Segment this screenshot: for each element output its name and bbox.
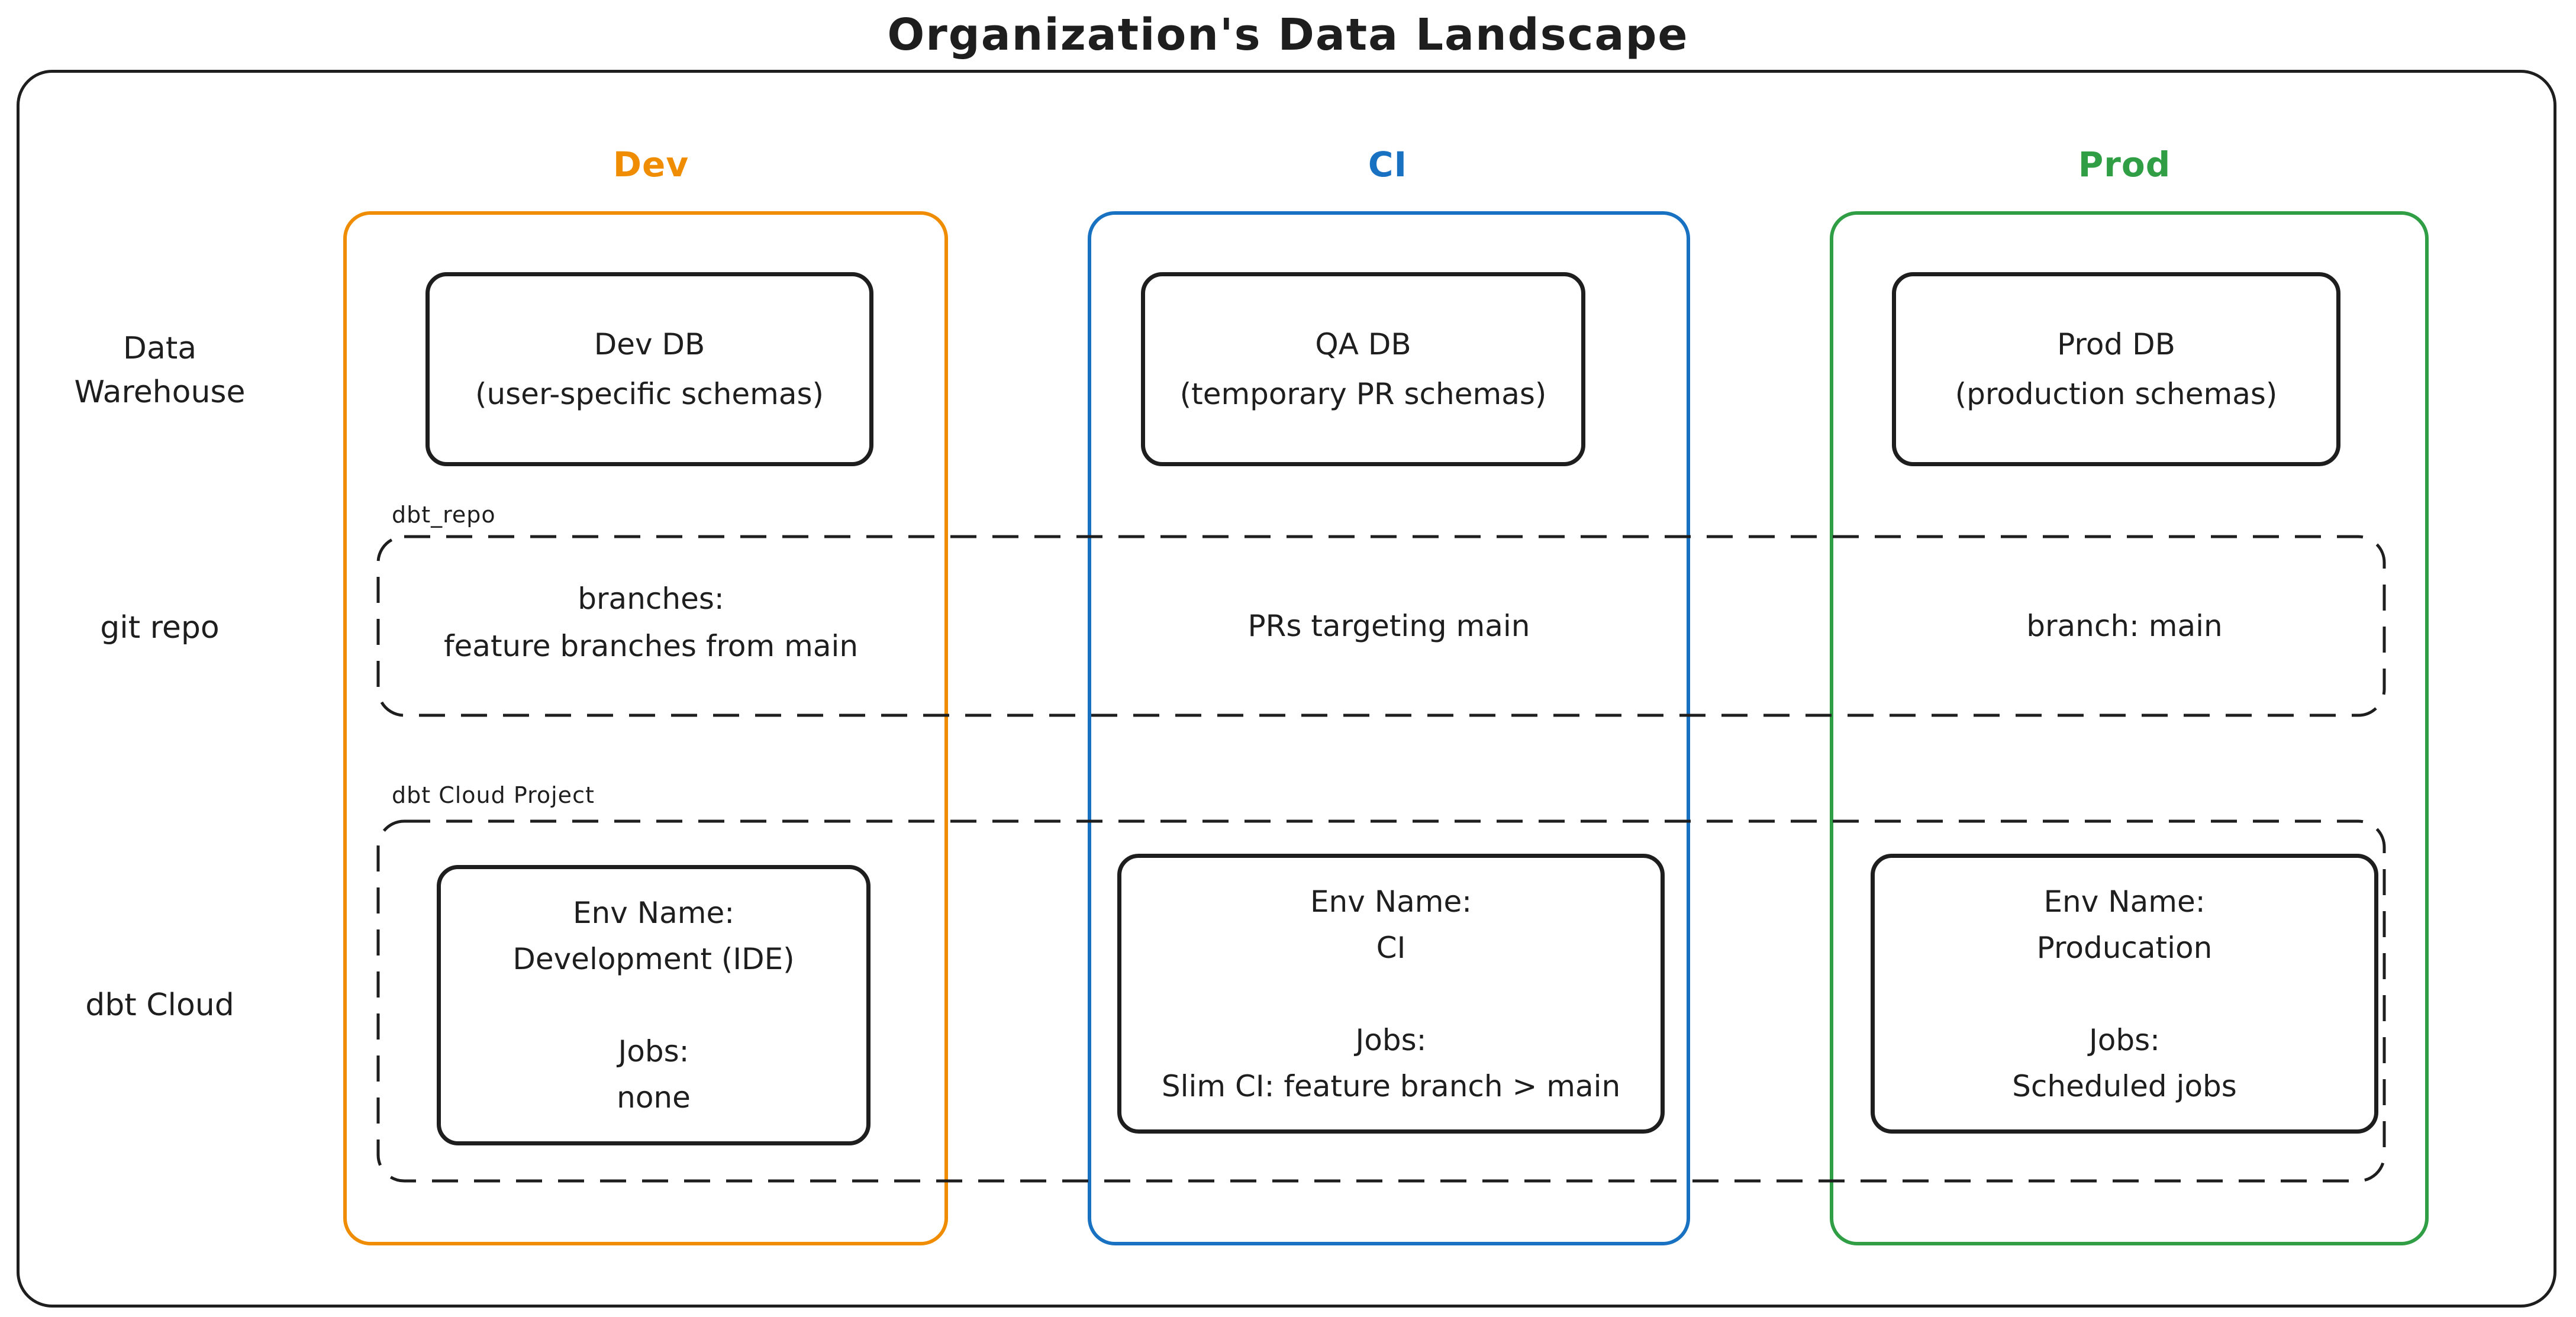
row-label-data-warehouse-line1: Data xyxy=(122,331,197,366)
env-box-prod-env-name: Producation xyxy=(2036,930,2213,965)
column-frame-ci xyxy=(1088,211,1690,1245)
repo-box-label: dbt_repo xyxy=(392,502,496,528)
db-box-dev: Dev DB (user-specific schemas) xyxy=(425,272,873,466)
db-box-prod: Prod DB (production schemas) xyxy=(1892,272,2340,466)
db-box-qa-name: QA DB xyxy=(1315,327,1411,361)
env-box-dev: Env Name: Development (IDE) Jobs: none xyxy=(437,865,871,1145)
row-label-dbt-cloud: dbt Cloud xyxy=(85,987,234,1023)
row-label-data-warehouse: Data Warehouse xyxy=(36,327,284,414)
row-label-data-warehouse-line2: Warehouse xyxy=(74,375,246,410)
project-box-label: dbt Cloud Project xyxy=(392,782,595,808)
env-box-dev-env-name: Development (IDE) xyxy=(512,942,795,976)
env-box-dev-env-label: Env Name: xyxy=(572,896,735,930)
column-header-ci: CI xyxy=(1368,144,1408,185)
env-box-dev-jobs-value: none xyxy=(617,1080,691,1115)
git-text-dev-line2: feature branches from main xyxy=(443,629,859,663)
column-header-prod: Prod xyxy=(2078,144,2171,185)
db-box-prod-name: Prod DB xyxy=(2057,327,2175,361)
env-box-prod-jobs-value: Scheduled jobs xyxy=(2012,1069,2237,1103)
env-box-prod-env-label: Env Name: xyxy=(2043,884,2206,919)
db-box-prod-detail: (production schemas) xyxy=(1955,377,2278,411)
git-text-prod: branch: main xyxy=(2026,609,2223,643)
db-box-dev-name: Dev DB xyxy=(594,327,705,361)
env-box-ci-env-name: CI xyxy=(1376,930,1406,965)
column-header-dev: Dev xyxy=(612,144,689,185)
db-box-qa: QA DB (temporary PR schemas) xyxy=(1141,272,1585,466)
column-frame-dev xyxy=(343,211,948,1245)
dbt-cloud-project-dashed-box xyxy=(376,819,2386,1183)
git-text-dev-line1: branches: xyxy=(578,582,724,616)
env-box-ci-jobs-label: Jobs: xyxy=(1355,1022,1427,1057)
env-box-ci-env-label: Env Name: xyxy=(1310,884,1472,919)
column-frame-prod xyxy=(1830,211,2429,1245)
landscape-outer-box xyxy=(17,70,2556,1308)
env-box-prod-jobs-label: Jobs: xyxy=(2089,1022,2160,1057)
db-box-dev-detail: (user-specific schemas) xyxy=(475,377,824,411)
db-box-qa-detail: (temporary PR schemas) xyxy=(1179,377,1547,411)
git-repo-dashed-box xyxy=(376,535,2386,717)
git-text-dev: branches: feature branches from main xyxy=(379,575,923,670)
env-box-prod: Env Name: Producation Jobs: Scheduled jo… xyxy=(1871,854,2378,1134)
row-label-git-repo: git repo xyxy=(100,610,220,645)
env-box-ci-jobs-value: Slim CI: feature branch > main xyxy=(1161,1069,1621,1103)
env-box-ci: Env Name: CI Jobs: Slim CI: feature bran… xyxy=(1117,854,1665,1134)
env-box-dev-jobs-label: Jobs: xyxy=(618,1034,689,1069)
page-title: Organization's Data Landscape xyxy=(887,9,1689,60)
git-text-ci: PRs targeting main xyxy=(1247,609,1530,643)
